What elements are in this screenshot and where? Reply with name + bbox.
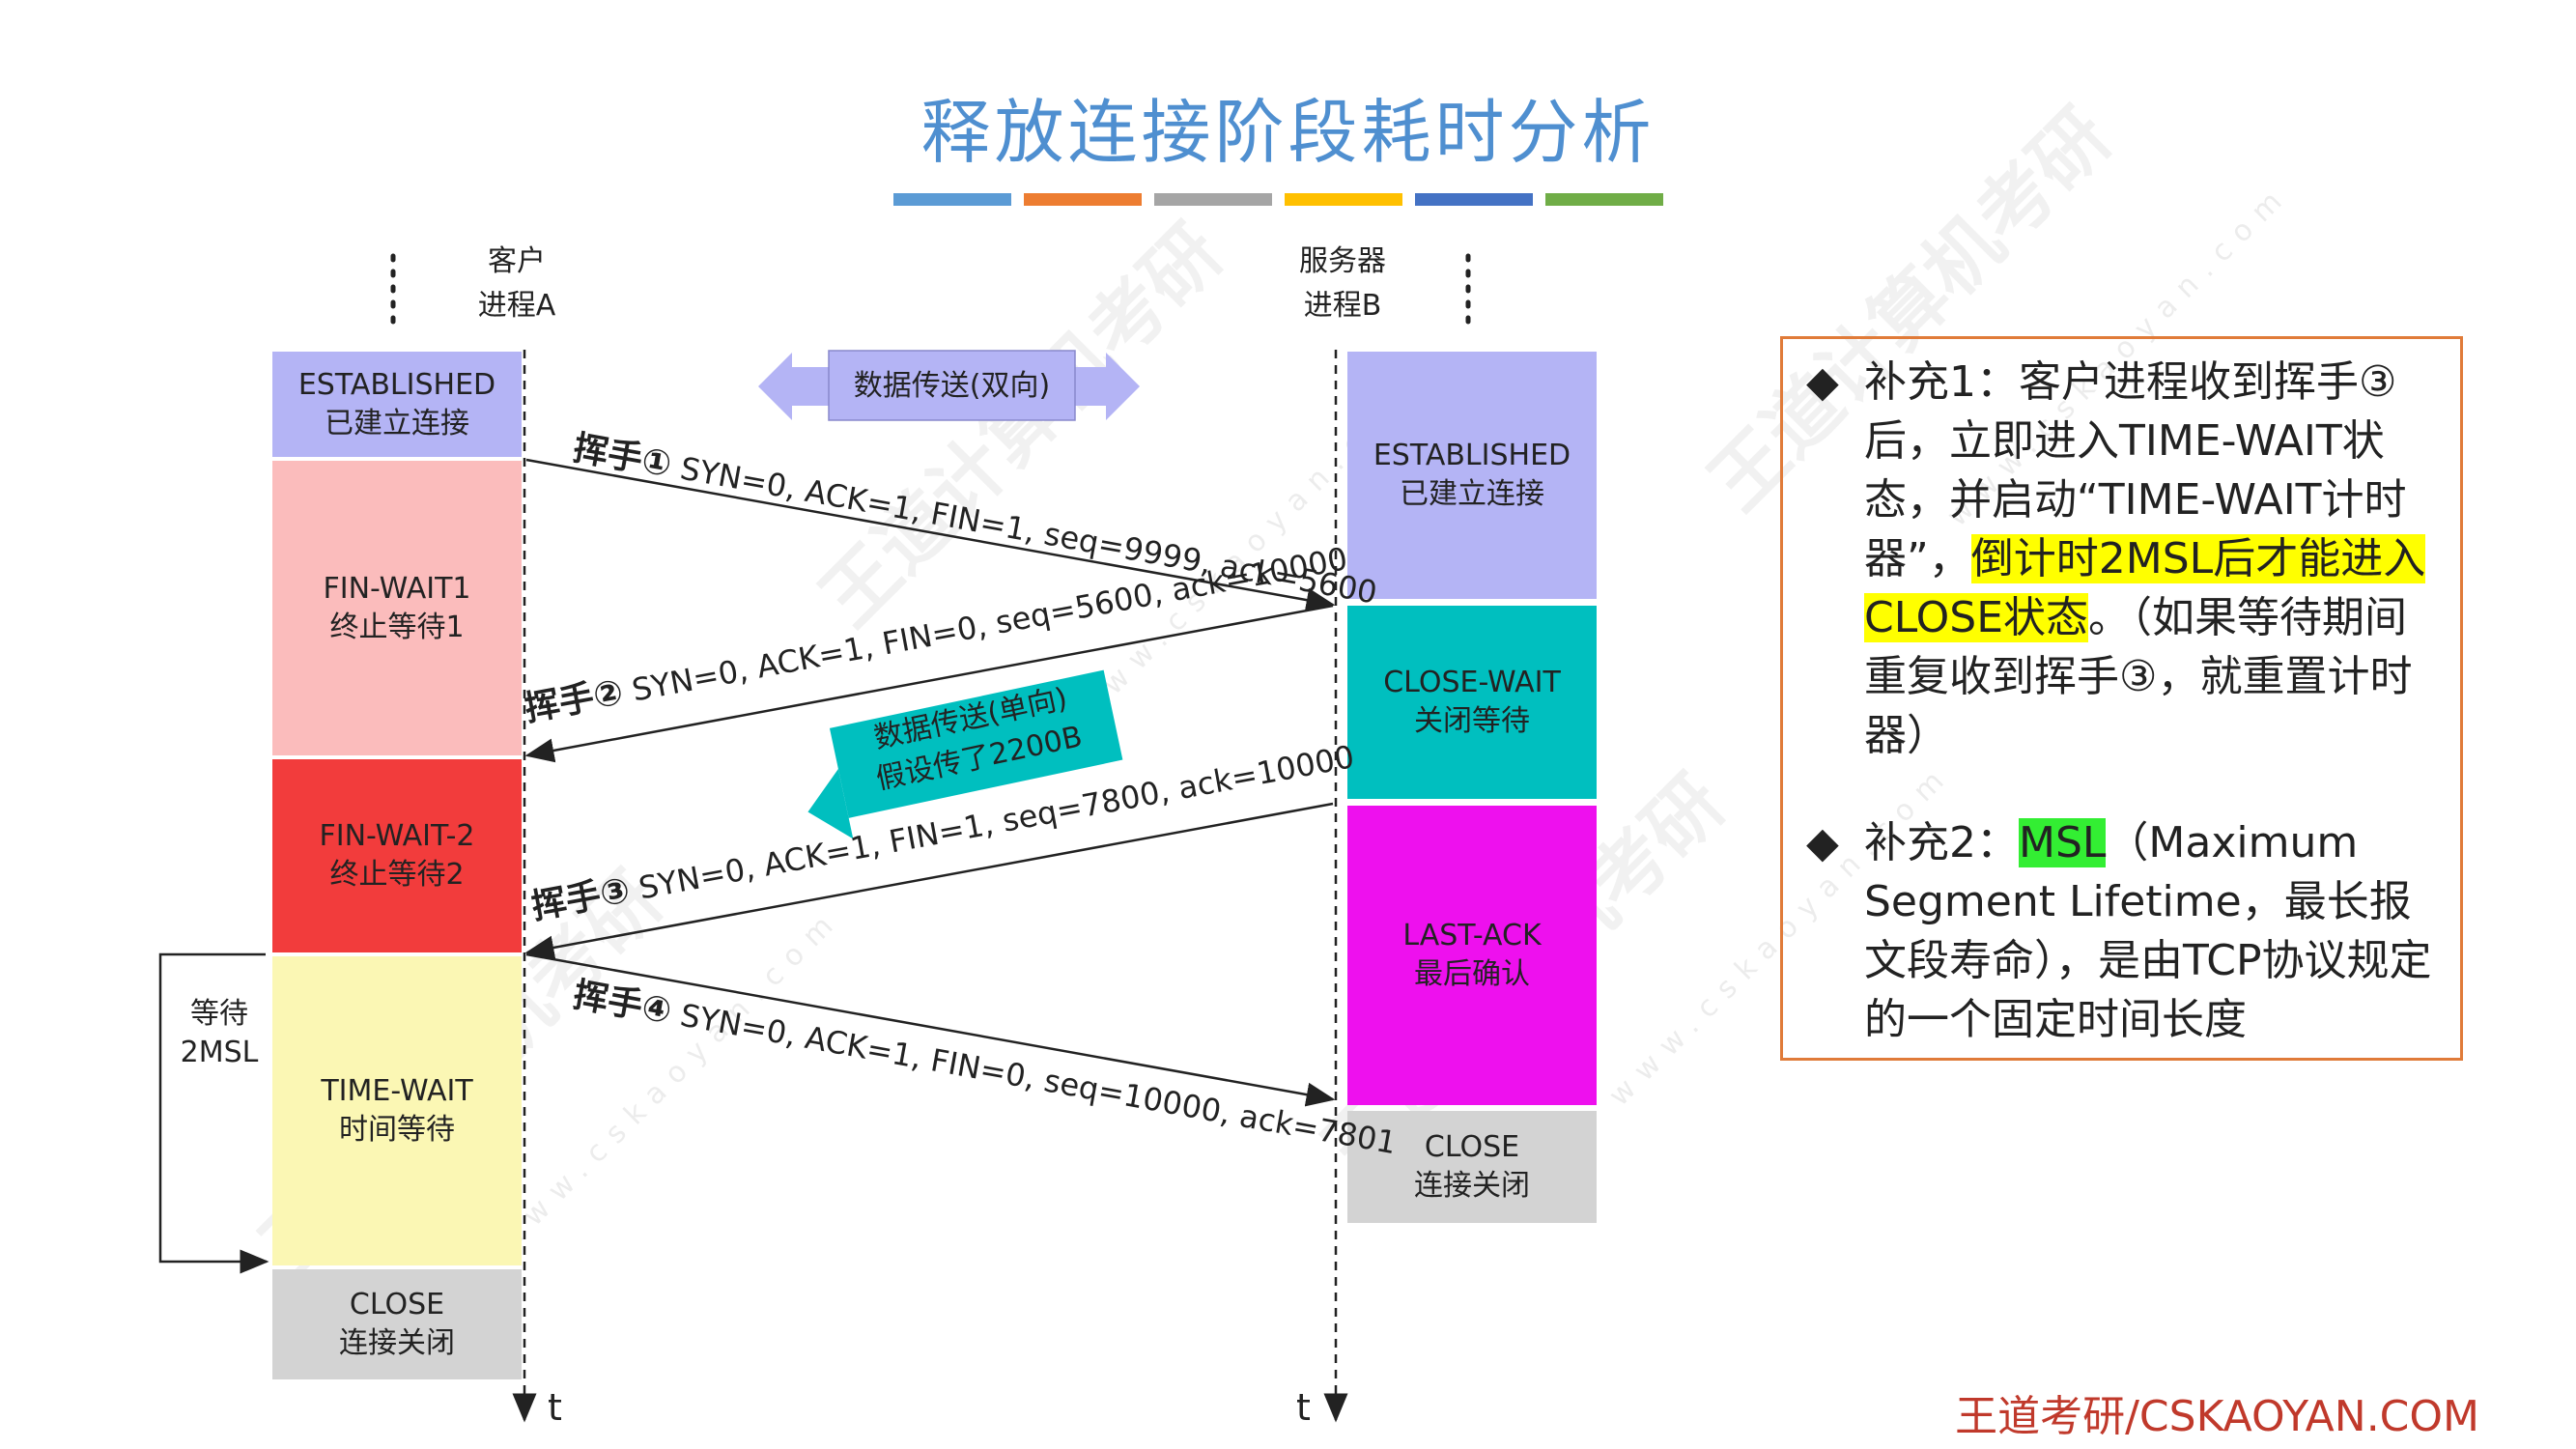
client-label-line2: 进程A: [477, 289, 556, 323]
wait-line2: 2MSL: [180, 1036, 259, 1069]
client-state-close: CLOSE 连接关闭: [272, 1269, 522, 1379]
client-label: 客户 进程A: [439, 240, 594, 328]
accent-bar-3: [1154, 193, 1272, 206]
client-state-established: ESTABLISHED 已建立连接: [272, 352, 522, 457]
state-desc: 终止等待1: [329, 610, 465, 644]
server-state-close-wait: CLOSE-WAIT 关闭等待: [1347, 606, 1597, 799]
server-axis-label: t: [1296, 1386, 1311, 1429]
state-desc: 已建立连接: [325, 406, 469, 440]
server-state-last-ack: LAST-ACK 最后确认: [1347, 806, 1597, 1105]
state-name: ESTABLISHED: [1373, 439, 1571, 472]
bidirectional-label-box: [828, 350, 1076, 421]
supplement-1-text: 补充1：客户进程收到挥手③后，立即进入TIME-WAIT状态，并启动“TIME-…: [1864, 357, 2407, 583]
supplement-1-tail: 。（如果等待期间重复收到挥手③，就重置计时器）: [1864, 593, 2413, 760]
data-transfer-bidirectional: 数据传送(双向): [853, 369, 1051, 403]
server-label: 服务器 进程B: [1256, 240, 1430, 328]
state-desc: 连接关闭: [339, 1326, 455, 1360]
state-desc: 时间等待: [339, 1113, 455, 1147]
accent-bar-1: [893, 193, 1011, 206]
supplement-2-tail: （Maximum Segment Lifetime，最长报文段寿命），是由TCP…: [1864, 818, 2432, 1044]
handshake-4-arrow: [525, 952, 1336, 1107]
supplement-1: ◆ 补充1：客户进程收到挥手③后，立即进入TIME-WAIT状态，并启动“TIM…: [1806, 353, 2439, 765]
diamond-bullet-icon: ◆: [1806, 357, 1839, 407]
footer-brand: 王道考研/CSKAOYAN.COM: [1955, 1392, 2479, 1441]
supplement-2-highlight: MSL: [2019, 818, 2107, 867]
server-state-close: CLOSE 连接关闭: [1347, 1111, 1597, 1223]
state-name: LAST-ACK: [1402, 919, 1542, 952]
client-state-fin-wait2: FIN-WAIT-2 终止等待2: [272, 759, 522, 952]
handshake-3-arrow: [524, 802, 1334, 960]
state-desc: 已建立连接: [1400, 477, 1544, 511]
state-name: CLOSE: [349, 1288, 445, 1321]
supplement-note: ◆ 补充1：客户进程收到挥手③后，立即进入TIME-WAIT状态，并启动“TIM…: [1780, 336, 2463, 1061]
server-state-established: ESTABLISHED 已建立连接: [1347, 352, 1597, 599]
wait-2msl-bracket: [158, 952, 269, 1274]
accent-bar-5: [1415, 193, 1533, 206]
state-desc: 关闭等待: [1414, 704, 1530, 738]
wait-2msl-label: 等待 2MSL: [166, 995, 272, 1072]
page-title: 释放连接阶段耗时分析: [920, 92, 1656, 173]
accent-bar-6: [1545, 193, 1663, 206]
client-state-time-wait: TIME-WAIT 时间等待: [272, 956, 522, 1265]
state-desc: 终止等待2: [329, 858, 465, 892]
state-name: FIN-WAIT1: [323, 571, 471, 606]
state-desc: 连接关闭: [1414, 1169, 1530, 1203]
server-label-line1: 服务器: [1299, 244, 1386, 278]
handshake-1-arrow: [525, 458, 1336, 612]
server-label-line2: 进程B: [1303, 289, 1382, 323]
state-name: CLOSE-WAIT: [1383, 666, 1561, 699]
state-name: TIME-WAIT: [321, 1074, 473, 1108]
supplement-2: ◆ 补充2：MSL（Maximum Segment Lifetime，最长报文段…: [1806, 813, 2439, 1049]
client-axis-label: t: [548, 1386, 562, 1429]
state-name: FIN-WAIT-2: [319, 819, 475, 853]
accent-bar-2: [1024, 193, 1142, 206]
accent-bar-4: [1285, 193, 1402, 206]
unidirectional-label-box: [829, 669, 1123, 818]
wait-line1: 等待: [190, 997, 248, 1031]
unidirectional-arrow-head: [807, 768, 854, 839]
state-name: CLOSE: [1424, 1130, 1520, 1164]
state-desc: 最后确认: [1414, 957, 1530, 991]
client-state-fin-wait1: FIN-WAIT1 终止等待1: [272, 461, 522, 755]
diamond-bullet-icon: ◆: [1806, 818, 1839, 867]
state-name: ESTABLISHED: [297, 367, 496, 402]
handshake-2-arrow: [524, 604, 1334, 763]
supplement-2-text: 补充2：: [1864, 818, 2019, 867]
client-label-line1: 客户: [488, 244, 546, 278]
